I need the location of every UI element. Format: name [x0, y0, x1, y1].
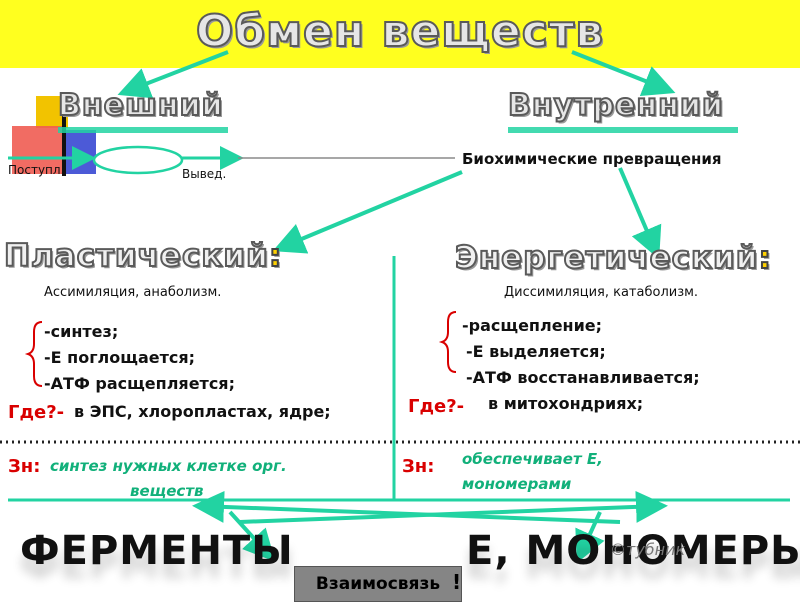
watermark: ©тубник [610, 540, 686, 559]
intake-label: Поступл. [8, 163, 65, 177]
plastic-meaning-label: Зн: [8, 456, 41, 477]
color-block-red [12, 126, 62, 174]
plastic-where-value: в ЭПС, хлоропластах, ядре; [74, 402, 331, 421]
plastic-meaning-line2: веществ [130, 482, 204, 500]
plastic-item-1: -синтез; [44, 322, 119, 341]
energetic-item-3: -АТФ восстанавливается; [466, 368, 700, 387]
energetic-colon: : [757, 239, 772, 277]
arrow-bottom-right [575, 511, 605, 564]
title-banner [0, 0, 800, 68]
relationship-box: Взаимосвязь [294, 566, 462, 602]
energetic-item-1: -расщепление; [462, 316, 603, 335]
plastic-where-label: Где?- [8, 402, 65, 423]
plastic-title-text: Пластический [3, 237, 269, 275]
energetic-meaning-label: Зн: [402, 456, 435, 477]
energetic-title-text: Энергетический [454, 239, 759, 277]
plastic-colon: : [268, 237, 283, 275]
output-label: Вывед. [182, 167, 227, 181]
energetic-item-2: -Е выделяется; [466, 342, 606, 361]
arrow-cross-2 [192, 490, 621, 524]
energetic-subtitle: Диссимиляция, катаболизм. [504, 285, 699, 300]
external-title: Внешний [57, 87, 224, 124]
energy-monomers-label: Е, МОНОМЕРЫ [466, 528, 800, 574]
internal-title: Внутренний [507, 87, 724, 124]
external-underline [58, 127, 228, 133]
plastic-subtitle: Ассимиляция, анаболизм. [44, 285, 222, 300]
main-title: Обмен веществ [195, 5, 605, 58]
arrow-title-to-internal [571, 50, 676, 97]
internal-underline [508, 127, 738, 133]
plastic-title: Пластический: [3, 237, 283, 275]
enzymes-label: ФЕРМЕНТЫ [20, 528, 294, 574]
energetic-meaning-line2: мономерами [462, 475, 572, 493]
color-block-blue [62, 130, 96, 174]
energetic-title: Энергетический: [454, 239, 772, 277]
energetic-where-label: Где?- [408, 396, 465, 417]
cell-oval [92, 145, 184, 175]
energetic-where-value: в митохондриях; [488, 394, 644, 413]
arrow-title-to-external [117, 50, 229, 99]
relationship-exclamation: ! [452, 570, 462, 594]
internal-subtitle: Биохимические превращения [462, 150, 722, 168]
brace-left [24, 321, 43, 387]
plastic-meaning-line1: синтез нужных клетке орг. [50, 457, 287, 475]
brace-right [438, 311, 457, 373]
plastic-item-3: -АТФ расщепляется; [44, 374, 235, 393]
arrow-to-plastic [272, 170, 463, 254]
plastic-item-2: -Е поглощается; [44, 348, 196, 367]
energetic-meaning-line1: обеспечивает Е, [462, 450, 603, 468]
arrow-to-energetic [618, 167, 662, 260]
vertical-divider-small [62, 96, 66, 176]
arrow-bottom-left [228, 510, 276, 562]
